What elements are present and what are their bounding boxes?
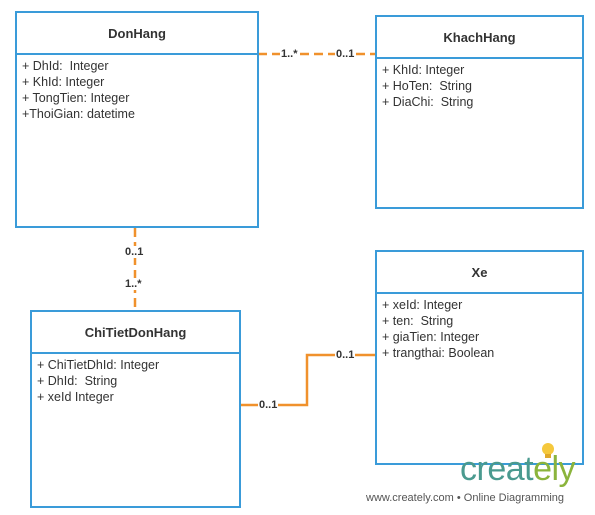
attribute: + HoTen: String bbox=[382, 79, 472, 93]
multiplicity-label: 0..1 bbox=[124, 246, 145, 258]
attribute: + KhId: Integer bbox=[22, 75, 105, 89]
attribute: + xeId: Integer bbox=[382, 298, 463, 312]
attribute: + DiaChi: String bbox=[382, 95, 474, 109]
attribute-list: + ChiTietDhId: Integer + DhId: String + … bbox=[32, 354, 239, 405]
connector-chitiet-xe bbox=[240, 353, 376, 407]
attribute: + giaTien: Integer bbox=[382, 330, 480, 344]
attribute-list: + xeId: Integer + ten: String + giaTien:… bbox=[377, 294, 582, 361]
attribute: +ThoiGian: datetime bbox=[22, 107, 135, 121]
attribute-list: + KhId: Integer + HoTen: String + DiaChi… bbox=[377, 59, 582, 110]
class-khachhang[interactable]: KhachHang + KhId: Integer + HoTen: Strin… bbox=[375, 15, 584, 209]
attribute-list: + DhId: Integer + KhId: Integer + TongTi… bbox=[17, 55, 257, 122]
class-title: KhachHang bbox=[377, 17, 582, 59]
class-donhang[interactable]: DonHang + DhId: Integer + KhId: Integer … bbox=[15, 11, 259, 228]
lightbulb-icon bbox=[542, 443, 554, 458]
class-title: DonHang bbox=[17, 13, 257, 55]
multiplicity-label: 0..1 bbox=[258, 399, 279, 411]
attribute: + DhId: Integer bbox=[22, 59, 109, 73]
multiplicity-label: 0..1 bbox=[335, 349, 356, 361]
multiplicity-label: 1..* bbox=[124, 278, 143, 290]
attribute: + KhId: Integer bbox=[382, 63, 465, 77]
attribute: + DhId: String bbox=[37, 374, 118, 388]
attribute: + TongTien: Integer bbox=[22, 91, 130, 105]
attribute: + trangthai: Boolean bbox=[382, 346, 495, 360]
attribute: + ChiTietDhId: Integer bbox=[37, 358, 160, 372]
class-title: Xe bbox=[377, 252, 582, 294]
class-title: ChiTietDonHang bbox=[32, 312, 239, 354]
class-chitietdonhang[interactable]: ChiTietDonHang + ChiTietDhId: Integer + … bbox=[30, 310, 241, 508]
creately-logo: creately bbox=[460, 450, 576, 488]
multiplicity-label: 0..1 bbox=[335, 48, 356, 60]
attribute: + xeId Integer bbox=[37, 390, 114, 404]
multiplicity-label: 1..* bbox=[280, 48, 299, 60]
class-xe[interactable]: Xe + xeId: Integer + ten: String + giaTi… bbox=[375, 250, 584, 465]
attribute: + ten: String bbox=[382, 314, 454, 328]
footer-text[interactable]: www.creately.com • Online Diagramming bbox=[366, 492, 565, 504]
